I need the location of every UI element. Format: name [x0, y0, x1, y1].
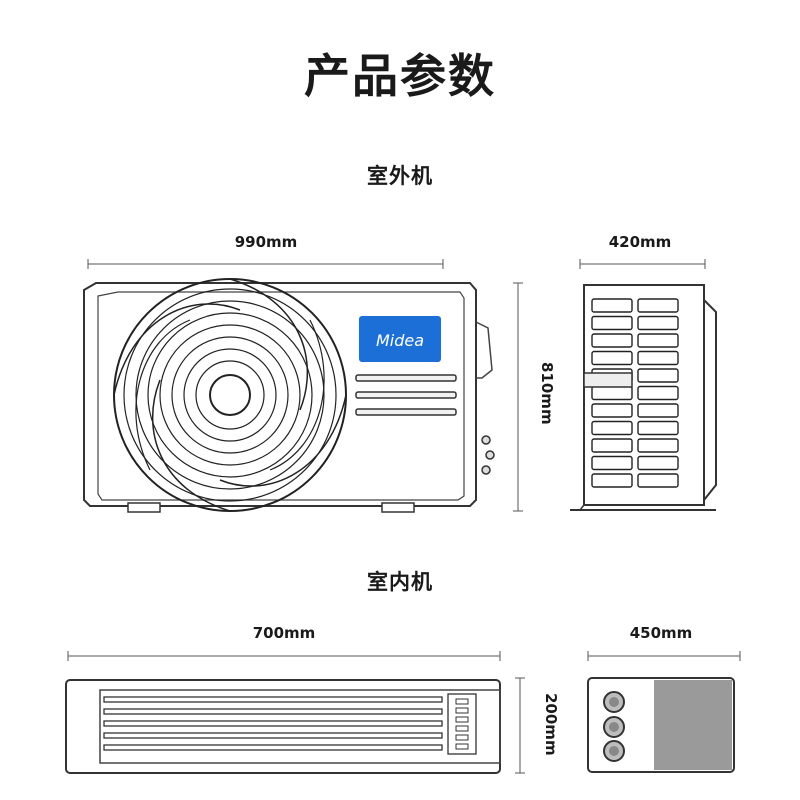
grille-cell [591, 438, 633, 453]
vent-slat [103, 720, 443, 727]
brand-badge [359, 316, 441, 362]
indoor-width-label: 700mm [252, 624, 316, 642]
grille-cell [591, 298, 633, 313]
outdoor-unit-front: Midea [83, 278, 495, 513]
control-indicator [455, 734, 469, 741]
outdoor-unit-side [570, 284, 717, 511]
vent-slat [103, 744, 443, 751]
control-indicator [455, 707, 469, 714]
outdoor-width-label: 990mm [234, 233, 298, 251]
vent-slat [103, 732, 443, 739]
vent-slat [103, 708, 443, 715]
grille-cell [637, 315, 679, 331]
grille-cell [591, 333, 633, 348]
grille-cell [591, 403, 633, 418]
dimension-lines [67, 259, 741, 774]
brand-logo: Midea [376, 331, 424, 350]
indoor-unit-front [65, 679, 501, 774]
side-grille [591, 298, 679, 488]
grille-cell [591, 385, 633, 401]
grille-cell [637, 473, 679, 488]
mounting-feet [127, 502, 415, 513]
grille-cell [591, 455, 633, 471]
side-panel-gray [654, 680, 732, 770]
grille-cell [591, 350, 633, 366]
indoor-unit-side [587, 677, 735, 773]
indoor-section-title: 室内机 [367, 570, 433, 594]
control-indicator [455, 743, 469, 750]
control-indicator [455, 698, 469, 705]
grille-cell [637, 403, 679, 418]
control-indicator [455, 725, 469, 732]
grille-cell [637, 350, 679, 366]
grille-cell [637, 455, 679, 471]
control-indicator [455, 716, 469, 723]
grille-cell [591, 473, 633, 488]
grille-cell [637, 385, 679, 401]
indoor-depth-label: 450mm [629, 624, 693, 642]
indoor-vent-slats [103, 696, 443, 751]
page-title: 产品参数 [304, 49, 496, 103]
fan-grille-icon [113, 278, 347, 512]
vent-slats [355, 374, 457, 416]
side-handle [583, 372, 633, 388]
outdoor-depth-label: 420mm [608, 233, 672, 251]
grille-cell [637, 333, 679, 348]
vent-slat [103, 696, 443, 703]
grille-cell [637, 368, 679, 383]
grille-cell [591, 315, 633, 331]
valve-icon [481, 435, 495, 475]
grille-cell [637, 420, 679, 436]
grille-cell [637, 298, 679, 313]
grille-cell [591, 420, 633, 436]
grille-cell [637, 438, 679, 453]
outdoor-section-title: 室外机 [367, 164, 433, 188]
control-panel [447, 693, 477, 755]
